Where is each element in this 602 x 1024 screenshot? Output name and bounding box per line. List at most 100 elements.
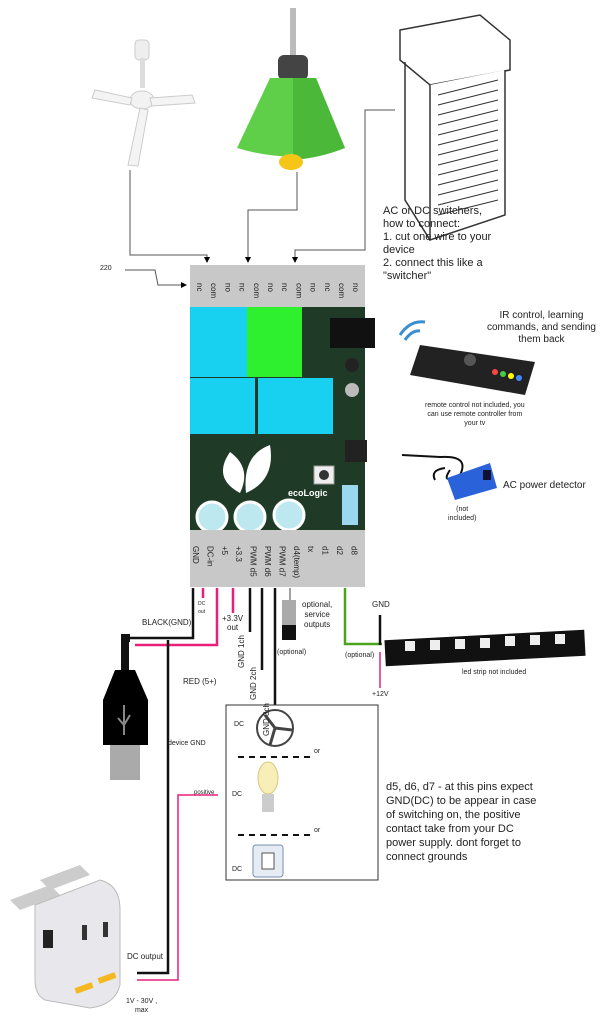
note-line: device bbox=[383, 244, 415, 256]
roller-shutter-icon bbox=[399, 14, 511, 242]
bottom-terminal: PWM d6 bbox=[263, 546, 272, 577]
ir-note-line: your tv bbox=[464, 420, 486, 427]
voltage-range: 1V - 30V , max bbox=[126, 997, 157, 1015]
bottom-terminal: PWM d5 bbox=[248, 546, 258, 577]
label-line: out bbox=[227, 623, 239, 632]
note-line: power supply. dont forget to bbox=[386, 837, 521, 849]
or-label: or bbox=[314, 748, 321, 755]
top-terminal-no: no bbox=[266, 283, 275, 292]
v33-out-label: +3.3V out bbox=[222, 614, 243, 632]
dc-fan-icon bbox=[256, 709, 294, 747]
bottom-terminal: +5 bbox=[219, 546, 229, 556]
label-part: 1ch bbox=[237, 635, 246, 648]
bottom-terminal: d2 bbox=[335, 546, 344, 555]
pwm-note: d5, d6, d7 - at this pins expect GND(DC)… bbox=[386, 780, 536, 864]
ir-title-line: commands, and sending bbox=[487, 322, 596, 333]
top-terminal-no: no bbox=[351, 283, 361, 292]
ir-title-line: them back bbox=[518, 334, 565, 345]
led-12v: +12V bbox=[372, 691, 389, 698]
label-line: out bbox=[198, 609, 206, 615]
ir-title-line: IR control, learning bbox=[499, 310, 584, 321]
note-line: d5, d6, d7 - at this pins expect bbox=[386, 781, 533, 793]
note-line: contact take from your DC bbox=[386, 823, 514, 835]
note-line: (not bbox=[456, 506, 469, 513]
label-line: service bbox=[304, 610, 330, 619]
dc-label-fan: DC bbox=[234, 721, 245, 728]
ir-remote-icon bbox=[398, 320, 535, 395]
top-terminal-com: com bbox=[209, 283, 219, 299]
top-terminal-nc: nc bbox=[280, 283, 290, 292]
led-strip-icon bbox=[384, 629, 586, 667]
top-terminal-no: no bbox=[308, 283, 318, 292]
usb-plug-icon bbox=[103, 634, 148, 780]
bottom-terminal: tx bbox=[306, 546, 316, 553]
top-terminal-com: com bbox=[337, 283, 346, 299]
label-line: +3.3V bbox=[222, 614, 244, 623]
positive-label: positive bbox=[194, 790, 215, 796]
led-optional: (optional) bbox=[345, 652, 375, 659]
bottom-terminal: +3.3 bbox=[234, 546, 244, 562]
top-terminal-no: no bbox=[223, 283, 233, 292]
bottom-terminal: PWM d7 bbox=[277, 546, 287, 577]
bottom-terminal: d1 bbox=[320, 546, 330, 555]
label-line: optional, bbox=[302, 600, 333, 609]
device-gnd-label: device GND bbox=[168, 740, 206, 747]
note-line: 2. connect this like a bbox=[383, 257, 483, 269]
bottom-terminal: d8 bbox=[349, 546, 359, 555]
power-adapter-icon bbox=[10, 865, 121, 1009]
note-line: connect grounds bbox=[386, 851, 468, 863]
dc-label-bulb: DC bbox=[232, 791, 243, 798]
board-brand: ecoLogic bbox=[288, 488, 328, 498]
ceiling-fan-icon bbox=[91, 39, 196, 167]
label-part: GND bbox=[249, 682, 258, 700]
dc-switch-icon bbox=[252, 844, 284, 878]
power-detector-label: AC power detector bbox=[503, 480, 586, 491]
ch1-label: GND 1ch bbox=[237, 635, 247, 668]
service-label: optional, service outputs bbox=[302, 600, 332, 630]
dc-output-label: DC output bbox=[127, 952, 164, 961]
note-line: of switching on, the positive bbox=[386, 809, 521, 821]
ir-note: remote control not included, you can use… bbox=[425, 401, 525, 428]
red-5v-label: RED (5+) bbox=[183, 677, 217, 686]
top-terminal-nc: nc bbox=[195, 283, 204, 292]
label-line: DC bbox=[198, 601, 206, 607]
dc-label-switch: DC bbox=[232, 866, 243, 873]
power-detector-note: (not included) bbox=[448, 505, 476, 523]
bottom-terminal: d4(temp) bbox=[291, 546, 301, 579]
dc-bulb-icon bbox=[257, 761, 279, 812]
switcher-instructions: AC or DC switchers, how to connect: 1. c… bbox=[383, 205, 491, 283]
top-terminal-com: com bbox=[294, 283, 304, 299]
service-header-icon bbox=[282, 600, 296, 640]
label-line: max bbox=[134, 1007, 149, 1014]
pendant-lamp-icon bbox=[237, 8, 345, 170]
ir-note-line: can use remote controller from bbox=[427, 411, 523, 418]
note-line: included) bbox=[448, 515, 477, 522]
label-part: GND bbox=[237, 650, 246, 668]
note-line: "switcher" bbox=[383, 270, 432, 282]
bottom-terminal: DC-in bbox=[205, 546, 215, 567]
ir-note-line: remote control not included, you bbox=[425, 402, 525, 409]
label-part: 3ch bbox=[262, 703, 271, 716]
note-line: AC or DC switchers, bbox=[383, 205, 483, 217]
controller-board bbox=[190, 265, 375, 587]
mains-label: 220 bbox=[100, 265, 112, 272]
top-terminal-nc: nc bbox=[237, 283, 247, 292]
label-line: 1V - 30V , bbox=[126, 998, 158, 1005]
led-gnd-label: GND bbox=[372, 600, 390, 609]
black-gnd-label: BLACK(GND) bbox=[142, 618, 192, 627]
top-terminal-com: com bbox=[251, 283, 261, 299]
label-line: outputs bbox=[304, 620, 331, 629]
ir-title: IR control, learning commands, and sendi… bbox=[487, 310, 596, 346]
ch2-label: GND 2ch bbox=[249, 667, 259, 700]
service-optional: (optional) bbox=[277, 649, 307, 656]
or-label: or bbox=[314, 827, 321, 834]
top-terminal-nc: nc bbox=[322, 283, 332, 292]
ch3-label: GND 3ch bbox=[262, 703, 272, 736]
dc-out-label: DC out bbox=[198, 600, 205, 616]
note-line: 1. cut one wire to your bbox=[383, 231, 492, 243]
bottom-terminal: GND bbox=[191, 546, 200, 564]
current-sensor-icon bbox=[401, 454, 497, 500]
note-line: how to connect: bbox=[383, 218, 461, 230]
